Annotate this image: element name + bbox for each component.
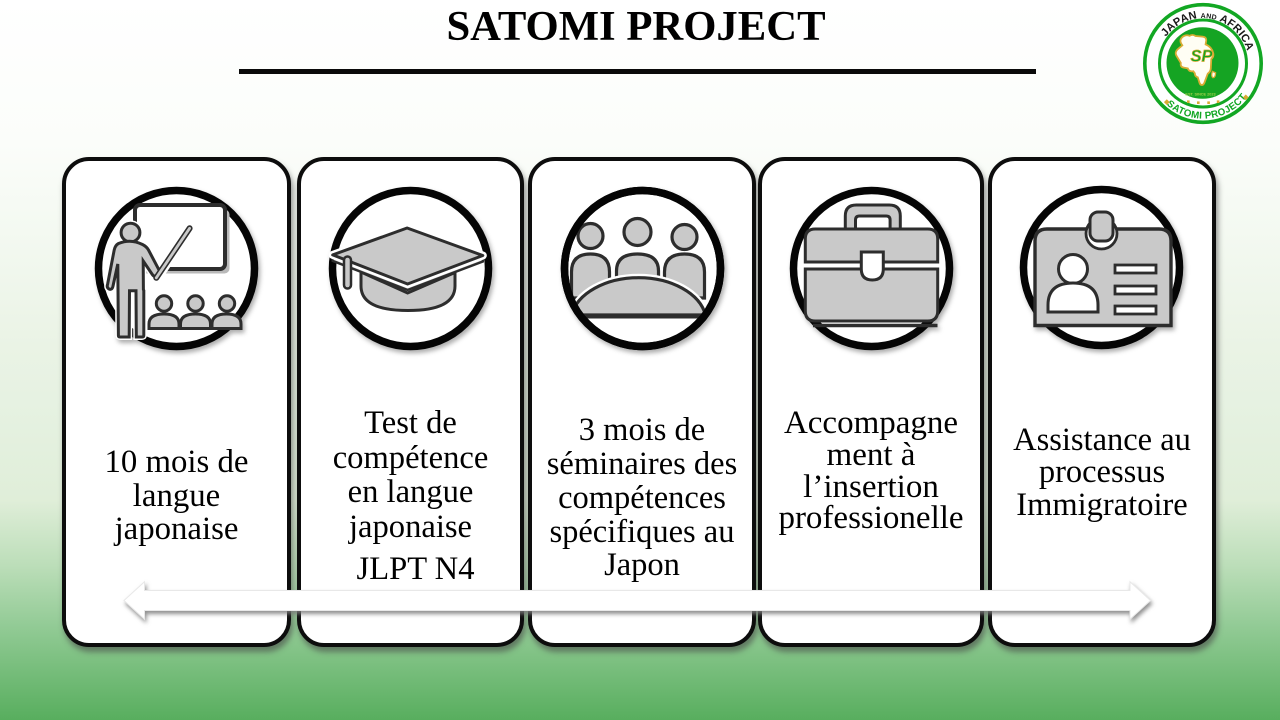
svg-text:EST. SINCE 2023: EST. SINCE 2023 bbox=[1185, 93, 1215, 97]
svg-text:SP: SP bbox=[1190, 48, 1213, 66]
